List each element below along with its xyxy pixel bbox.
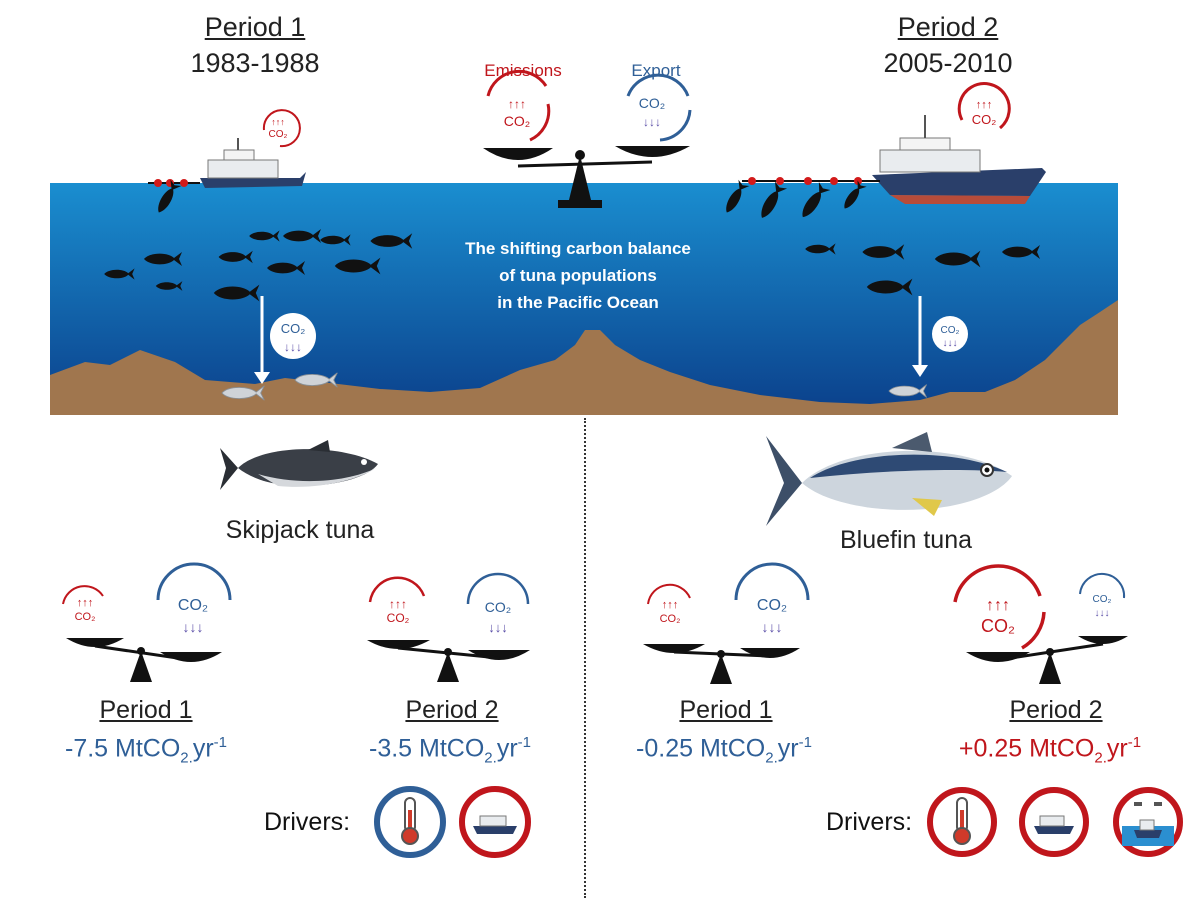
svg-text:↓↓↓: ↓↓↓ <box>488 620 508 635</box>
value-unit: yr <box>496 734 518 763</box>
svg-text:CO₂: CO₂ <box>281 321 306 336</box>
value-text: -7.5 MtCO <box>65 734 181 763</box>
value-superscript: -1 <box>213 734 227 751</box>
svg-text:CO₂: CO₂ <box>485 599 511 615</box>
svg-text:↑↑↑: ↑↑↑ <box>986 597 1010 614</box>
svg-text:CO₂: CO₂ <box>387 611 410 625</box>
skipjack-period2-value: -3.5 MtCO2.yr-1 <box>320 734 580 766</box>
svg-text:CO₂: CO₂ <box>269 129 288 140</box>
svg-text:↑↑↑: ↑↑↑ <box>976 99 993 111</box>
bluefin-drivers-icons <box>927 787 1183 857</box>
period2-title: Period 2 <box>897 12 999 42</box>
value-superscript: -1 <box>798 734 812 751</box>
value-text: -3.5 MtCO <box>369 734 485 763</box>
value-unit: yr <box>192 734 214 763</box>
value-text: -0.25 MtCO <box>636 734 766 763</box>
period1-title: Period 1 <box>204 12 306 42</box>
fishing-vessel-icon <box>459 786 531 858</box>
svg-text:CO₂: CO₂ <box>504 113 530 129</box>
balance-scale-bluefin-period2: ↑↑↑ CO₂ CO₂ ↓↓↓ <box>953 564 1128 684</box>
skipjack-tuna-illustration <box>220 440 378 490</box>
seafloor <box>50 300 1118 415</box>
value-subscript: 2. <box>1094 749 1107 767</box>
bluefin-period2-value: +0.25 MtCO2.yr-1 <box>920 734 1180 766</box>
bluefin-period2-label: Period 2 <box>1009 696 1103 724</box>
ocean-scene: CO₂ ↓↓↓ CO₂ ↓↓↓ ↑↑↑ CO₂ ↑↑↑ CO₂ ↑↑↑ CO₂ … <box>50 69 1118 415</box>
period1-carcass-sequestration: CO₂ ↓↓↓ <box>221 296 338 401</box>
svg-text:↑↑↑: ↑↑↑ <box>389 597 407 611</box>
period1-years: 1983-1988 <box>190 48 320 78</box>
bluefin-tuna-label: Bluefin tuna <box>839 526 973 554</box>
skipjack-period2-label: Period 2 <box>405 696 499 724</box>
svg-text:CO₂: CO₂ <box>981 616 1015 636</box>
svg-text:CO₂: CO₂ <box>660 613 681 625</box>
ocean-caption-line2: of tuna populations <box>499 266 657 285</box>
section-divider <box>584 418 586 898</box>
period2-longline-buoys <box>742 177 880 185</box>
value-subscript: 2. <box>765 749 778 767</box>
svg-text:CO₂: CO₂ <box>178 597 208 614</box>
period2-carcass-sequestration: CO₂ ↓↓↓ <box>888 296 968 398</box>
drivers-label-bluefin: Drivers: <box>826 808 913 836</box>
svg-text:↑↑↑: ↑↑↑ <box>271 117 285 127</box>
svg-text:↑↑↑: ↑↑↑ <box>662 599 679 611</box>
balance-scale-bluefin-period1: ↑↑↑ CO₂ CO₂ ↓↓↓ <box>643 562 810 684</box>
thermometer-icon <box>927 787 997 857</box>
svg-text:↑↑↑: ↑↑↑ <box>77 597 94 609</box>
thermometer-icon <box>374 786 446 858</box>
balance-scale-skipjack-period2: ↑↑↑ CO₂ CO₂ ↓↓↓ <box>367 572 530 682</box>
value-text: +0.25 MtCO <box>958 734 1095 763</box>
balance-scale-skipjack-period1: ↑↑↑ CO₂ CO₂ ↓↓↓ <box>62 562 232 682</box>
value-unit: yr <box>777 734 799 763</box>
bluefin-period1-label: Period 1 <box>679 696 773 724</box>
period2-years: 2005-2010 <box>883 48 1013 78</box>
skipjack-period1-label: Period 1 <box>99 696 193 724</box>
period2-boat-emission-icon: ↑↑↑ CO₂ <box>957 82 1011 130</box>
svg-text:↓↓↓: ↓↓↓ <box>643 115 661 129</box>
svg-text:CO₂: CO₂ <box>941 325 960 336</box>
value-subscript: 2. <box>484 749 497 767</box>
bluefin-period1-value: -0.25 MtCO2.yr-1 <box>594 734 854 766</box>
fishing-fleet-icon <box>1113 787 1183 857</box>
period1-boat-emission-icon: ↑↑↑ CO₂ <box>262 109 301 148</box>
svg-text:↑↑↑: ↑↑↑ <box>508 97 526 111</box>
bluefin-tuna-illustration <box>766 432 1012 526</box>
skipjack-period1-value: -7.5 MtCO2.yr-1 <box>16 734 276 766</box>
svg-text:↓↓↓: ↓↓↓ <box>183 619 204 635</box>
top-carbon-balance-scale: ↑↑↑ CO₂ CO₂ ↓↓↓ <box>483 69 692 208</box>
svg-text:↓↓↓: ↓↓↓ <box>1095 608 1110 619</box>
ocean-caption-line1: The shifting carbon balance <box>465 239 691 258</box>
ocean-caption: The shifting carbon balance of tuna popu… <box>398 235 758 316</box>
value-unit: yr <box>1106 734 1128 763</box>
skipjack-tuna-label: Skipjack tuna <box>225 516 375 544</box>
value-superscript: -1 <box>1127 734 1142 751</box>
skipjack-drivers-icons <box>374 786 531 858</box>
svg-text:↓↓↓: ↓↓↓ <box>762 619 783 635</box>
fishing-vessel-icon <box>1019 787 1089 857</box>
svg-text:CO₂: CO₂ <box>1093 594 1112 605</box>
value-subscript: 2. <box>180 749 193 767</box>
svg-text:CO₂: CO₂ <box>757 597 787 614</box>
svg-text:CO₂: CO₂ <box>75 611 96 623</box>
ocean-caption-line3: in the Pacific Ocean <box>497 293 659 312</box>
period2-fishing-boat <box>872 115 1046 204</box>
period-balance-scales: ↑↑↑ CO₂ CO₂ ↓↓↓ ↑↑↑ CO₂ CO₂ ↓↓↓ ↑↑↑ CO₂ … <box>62 562 1128 684</box>
value-superscript: -1 <box>517 734 531 751</box>
svg-text:↓↓↓: ↓↓↓ <box>943 338 958 349</box>
svg-text:↓↓↓: ↓↓↓ <box>284 340 302 354</box>
drivers-label-skipjack: Drivers: <box>264 808 351 836</box>
svg-text:CO₂: CO₂ <box>639 95 665 111</box>
period1-fishing-boat <box>200 138 306 188</box>
svg-text:CO₂: CO₂ <box>972 112 997 127</box>
